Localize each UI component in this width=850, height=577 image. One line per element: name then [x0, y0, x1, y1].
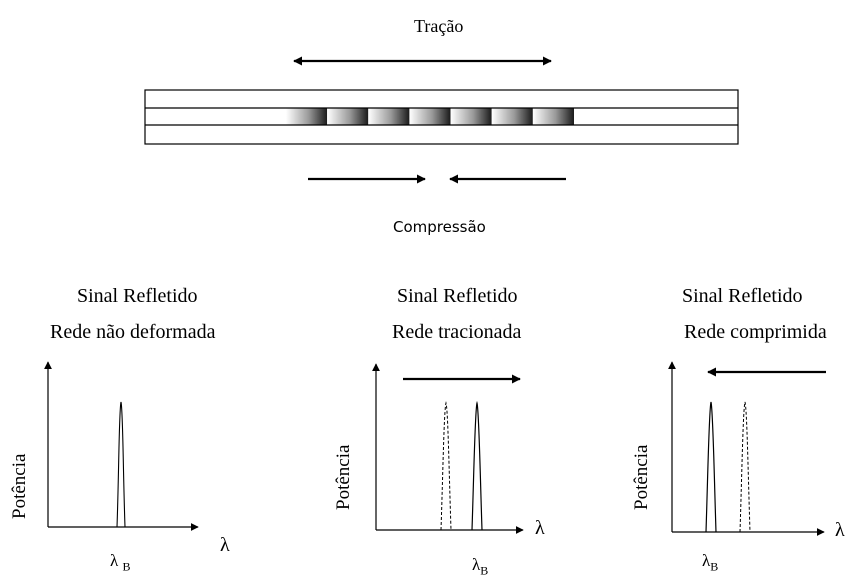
grating-period	[409, 108, 451, 125]
panel-undeformed-ylabel: Potência	[9, 453, 30, 519]
shifted-peak	[471, 400, 483, 531]
bragg-grating	[286, 108, 574, 125]
panel-tensioned-plot	[372, 363, 524, 534]
traction-label: Tração	[414, 16, 464, 36]
optical-fiber	[144, 89, 739, 145]
original-peak-dashed	[739, 401, 751, 533]
grating-period	[532, 108, 574, 125]
compression-label: Compressão	[393, 218, 486, 236]
panel-tensioned-title: Sinal Refletido	[397, 285, 518, 307]
grating-period	[286, 108, 328, 125]
panel-compressed-plot	[668, 361, 826, 536]
panel-tensioned-ylabel: Potência	[333, 444, 354, 510]
grating-period	[450, 108, 492, 125]
grating-period	[491, 108, 533, 125]
reflected-peak	[116, 401, 126, 528]
original-peak-dashed	[440, 401, 452, 531]
panel-compressed-ylabel: Potência	[631, 444, 652, 510]
panel-tensioned-subtitle: Rede tracionada	[392, 321, 522, 343]
panel-compressed-subtitle: Rede comprimida	[684, 321, 827, 343]
panel-compressed-title: Sinal Refletido	[682, 285, 803, 307]
panel-tensioned-xlabel: λ	[535, 517, 545, 539]
panel-compressed-peak-label: λB	[702, 551, 719, 574]
panel-undeformed-peak-label: λ B	[110, 551, 131, 574]
grating-period	[368, 108, 410, 125]
panel-tensioned-peak-label: λB	[472, 555, 489, 577]
panel-undeformed-xlabel: λ	[220, 534, 230, 556]
panel-undeformed-subtitle: Rede não deformada	[50, 321, 216, 343]
panel-compressed-xlabel: λ	[835, 519, 845, 541]
shifted-peak	[705, 401, 717, 533]
panel-undeformed-title: Sinal Refletido	[77, 285, 198, 307]
grating-period	[327, 108, 369, 125]
panel-undeformed-plot	[44, 361, 199, 531]
